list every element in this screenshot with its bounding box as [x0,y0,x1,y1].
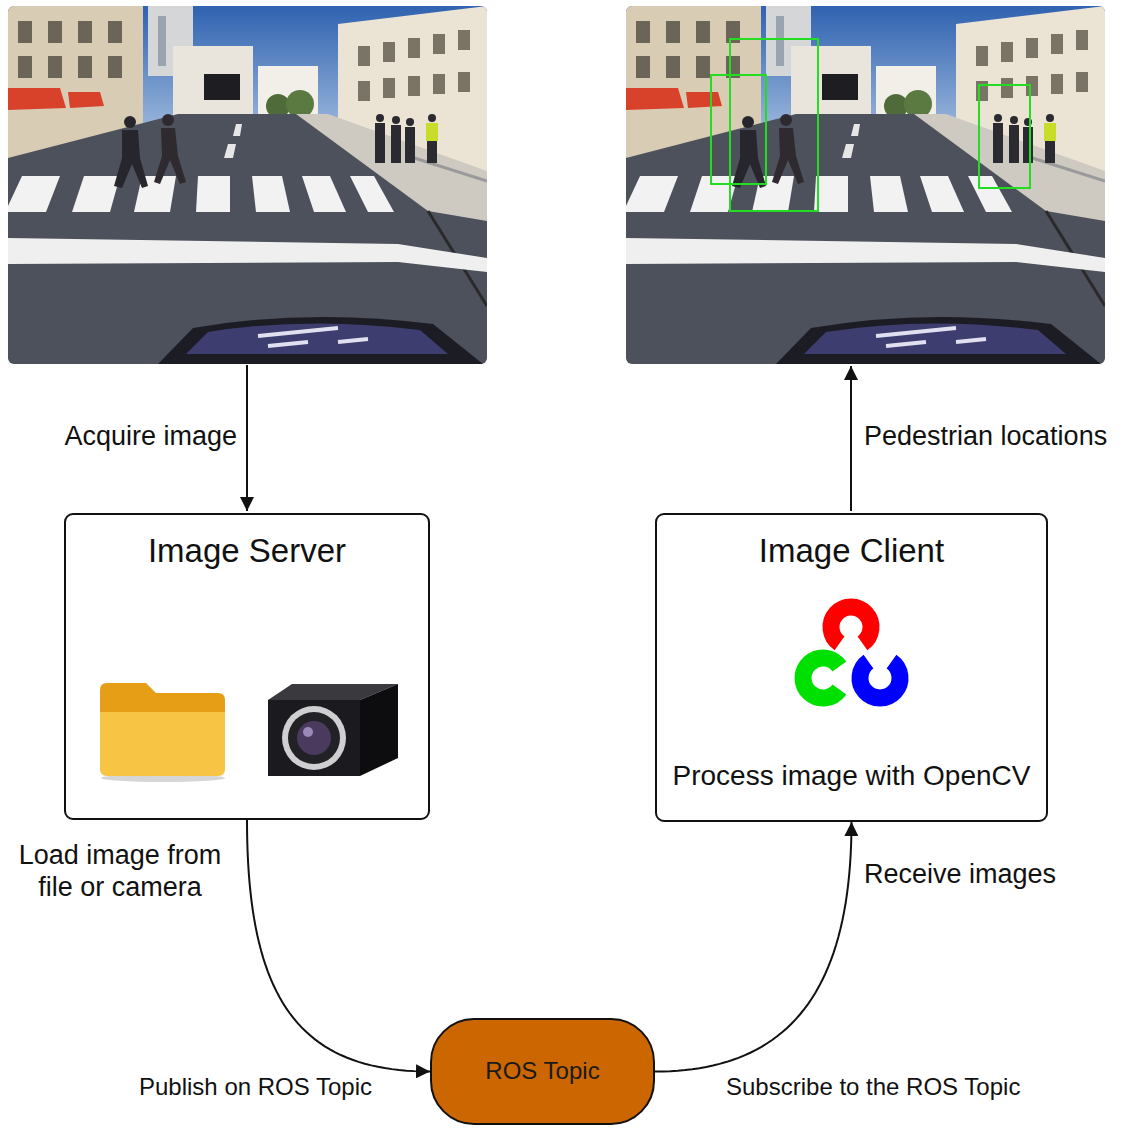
opencv-logo [803,607,900,698]
node-caption: Process image with OpenCV [673,759,1031,793]
flow-label: Acquire image [20,420,237,452]
node-title: Image Client [759,531,944,571]
flow-connector [655,822,852,1072]
detection-box [711,75,766,184]
street-scene [626,6,1105,364]
lens-glass [297,721,331,755]
camera-side [360,684,398,776]
detection-box [979,85,1030,188]
street-photo [8,6,487,364]
detection-photo [626,6,1105,364]
logo-ring-red [831,607,871,643]
flow-label: Load image from file or camera [9,839,231,904]
lens-ring [282,706,346,770]
camera-front [268,700,360,776]
flow-label: Receive images [864,858,1056,890]
connector-label: Publish on ROS Topic [137,1073,374,1102]
flow-label: Pedestrian locations [864,420,1107,452]
acquire-arrow [246,365,248,511]
camera-icon [268,684,398,776]
node-title: ROS Topic [485,1057,599,1086]
server-box: Image Server [64,513,430,820]
detection-box [730,39,818,211]
folder-icon [100,683,225,782]
node-title: Image Server [148,531,346,571]
client-box: Image ClientProcess image with OpenCV [655,513,1048,822]
flow-connector [247,820,430,1072]
logo-ring-green [803,658,839,698]
street-scene [8,6,487,364]
connector-label: Subscribe to the ROS Topic [724,1073,1022,1102]
topic-pill: ROS Topic [430,1018,655,1125]
logo-ring-blue [860,662,900,698]
folder-front [100,712,225,776]
result-arrow [850,366,852,511]
lens-glint [303,727,313,737]
lens [288,712,340,764]
